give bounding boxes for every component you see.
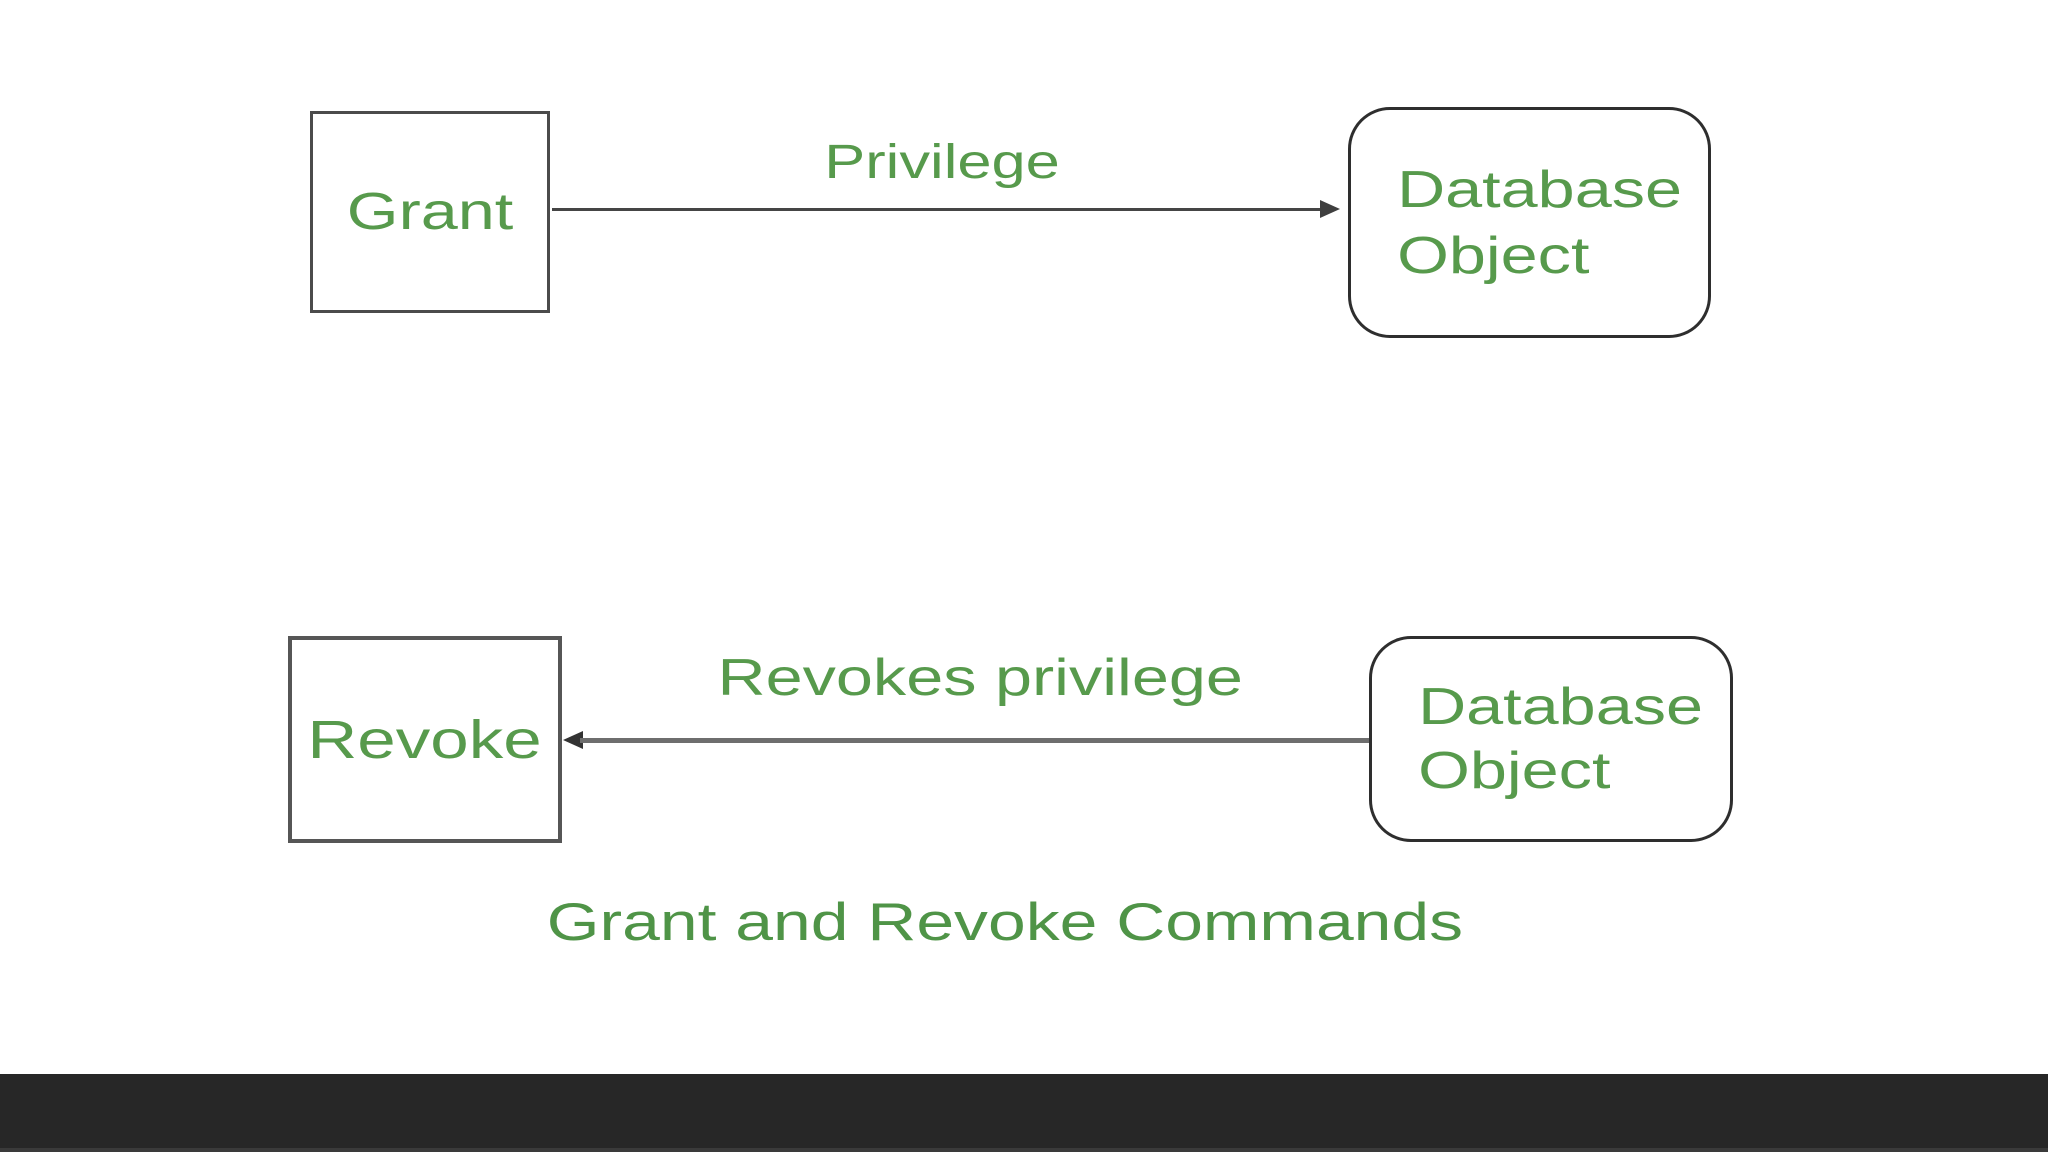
letterbox-bar [0, 1074, 2048, 1152]
database-object-bottom-label-line1: Database [1418, 678, 1704, 736]
database-object-bottom-label-line2: Object [1418, 742, 1611, 800]
database-object-node-bottom: Database Object [1369, 636, 1733, 842]
revoke-node: Revoke [288, 636, 562, 843]
revoke-node-label: Revoke [307, 709, 543, 770]
diagram-caption-text: Grant and Revoke Commands [546, 893, 1464, 952]
database-object-node-top: Database Object [1348, 107, 1711, 338]
database-object-top-label-line1: Database [1397, 160, 1683, 219]
grant-node: Grant [310, 111, 550, 313]
privilege-arrow-label-text: Privilege [824, 136, 1060, 189]
revokes-privilege-arrow-label: Revokes privilege [680, 649, 1280, 707]
revokes-privilege-arrow-label-text: Revokes privilege [717, 649, 1243, 707]
database-object-top-label-line2: Object [1397, 226, 1590, 285]
diagram-caption: Grant and Revoke Commands [505, 891, 1505, 955]
privilege-arrowhead-icon [1320, 200, 1340, 218]
revokes-privilege-arrowhead-icon [563, 731, 583, 749]
grant-node-label: Grant [346, 183, 514, 241]
privilege-arrow-line [552, 208, 1322, 211]
revokes-privilege-arrow-line [580, 738, 1369, 743]
privilege-arrow-label: Privilege [692, 136, 1192, 190]
